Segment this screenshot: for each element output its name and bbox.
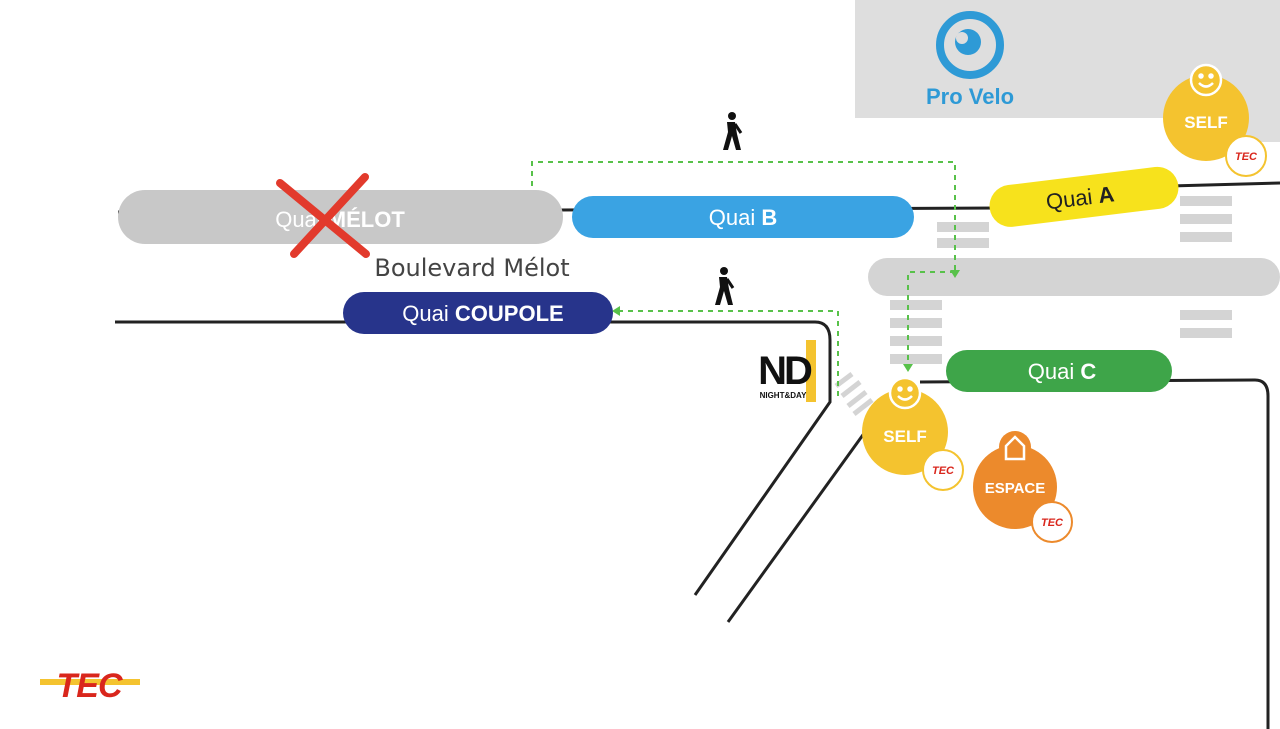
crosswalk-top-left	[937, 222, 989, 248]
smiley-icon	[888, 376, 922, 410]
smiley-icon	[1189, 63, 1223, 97]
pedestrian-icon	[723, 112, 743, 150]
svg-text:Quai C: Quai C	[1028, 359, 1097, 384]
house-icon	[999, 431, 1031, 463]
tec-logo: TEC	[40, 667, 140, 705]
platform-melot[interactable]: Quai MÉLOT	[118, 173, 563, 258]
nd-letters: ND	[758, 349, 812, 393]
pro-velo-logo-icon	[936, 11, 1004, 79]
platform-name: A	[1097, 181, 1116, 208]
tec-badge: TEC	[932, 465, 955, 477]
platform-prefix: Quai	[1028, 359, 1081, 384]
espace-point-of-sale[interactable]: ESPACE TEC	[973, 431, 1073, 543]
svg-text:Quai COUPOLE: Quai COUPOLE	[402, 301, 563, 326]
closed-cross-icon	[276, 173, 370, 258]
walking-path	[531, 161, 956, 400]
crosswalk-right-middle	[1180, 310, 1232, 338]
platform-name: B	[761, 205, 777, 230]
platform-coupole[interactable]: Quai COUPOLE	[343, 292, 613, 334]
central-island	[868, 258, 1280, 296]
street-name: Boulevard Mélot	[374, 254, 569, 282]
platform-a[interactable]: Quai A	[987, 164, 1181, 229]
pro-velo-label: Pro Velo	[926, 84, 1014, 109]
pedestrian-icon	[715, 267, 735, 305]
self-point-of-sale-middle[interactable]: SELF TEC	[862, 376, 964, 491]
platform-prefix: Quai	[402, 301, 455, 326]
nd-name: NIGHT&DAY	[760, 391, 807, 400]
platform-name: C	[1080, 359, 1096, 384]
platform-c[interactable]: Quai C	[946, 350, 1172, 392]
platform-prefix: Quai	[709, 205, 762, 230]
platform-name: MÉLOT	[328, 207, 406, 232]
crosswalk-right-top	[1180, 196, 1232, 242]
espace-label: ESPACE	[985, 480, 1046, 497]
tec-logo-text: TEC	[57, 667, 123, 705]
crosswalk-middle	[890, 300, 942, 364]
pro-velo-building: Pro Velo	[855, 0, 1280, 142]
self-label: SELF	[883, 427, 926, 446]
tec-badge: TEC	[1041, 517, 1064, 529]
self-point-of-sale-top[interactable]: SELF TEC	[1163, 63, 1267, 177]
crosswalk-diagonal	[834, 372, 874, 416]
tec-badge: TEC	[1235, 151, 1258, 163]
night-and-day-shop-icon[interactable]: ND NIGHT&DAY	[758, 340, 816, 402]
svg-text:Quai B: Quai B	[709, 205, 777, 230]
self-label: SELF	[1184, 113, 1227, 132]
platform-b[interactable]: Quai B	[572, 196, 914, 238]
walking-arrows	[612, 270, 960, 372]
platform-name: COUPOLE	[455, 301, 564, 326]
